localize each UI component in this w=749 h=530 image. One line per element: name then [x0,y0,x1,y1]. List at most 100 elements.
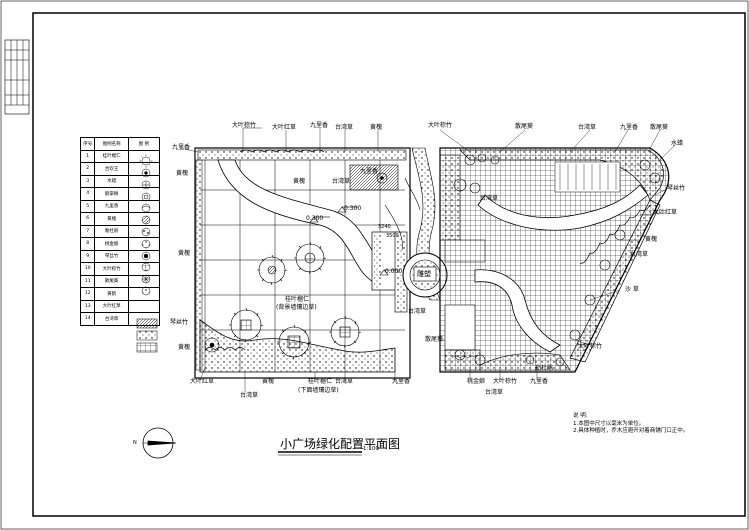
title-block-strip [4,39,30,115]
legend-name: 桂叶榴仁 [94,149,129,163]
legend-no: 9 [79,249,96,263]
plant-label: 大叶棕竹 [232,122,257,129]
right-plaza [439,147,670,373]
plant-label: 大叶棕竹 [493,378,518,385]
legend-no: 5 [79,199,96,213]
legend-symbol-cell [127,212,161,226]
plant-label: 沙 草 [625,286,639,293]
legend-name: 九里香 [94,199,129,213]
legend-name: 水蜡 [94,174,129,188]
legend-header: 序号 图例名称 图 例 [79,137,161,151]
plant-label: 九里香 [172,144,191,151]
legend-name: 黄槐 [94,212,129,226]
plant-label: 勒杜鹃 [535,365,554,372]
legend-header-symbol: 图 例 [127,137,161,151]
plant-label: 琴丝竹 [667,185,686,192]
legend-name: 大叶红草 [94,299,129,313]
plant-label: 大叶红草 [272,124,297,131]
plant-label: 九里香 [530,378,549,385]
legend-symbol-cell [127,312,161,326]
plant-label: 台湾草 [240,392,259,399]
legend-name: 合欢王 [94,162,129,176]
plant-label: 台湾草 [408,308,427,315]
legend-name: 勒杜鹃 [94,224,129,238]
legend-symbol-cell [127,262,161,276]
legend-symbol-cell [127,237,161,251]
plant-label: 散尾葵 [425,336,444,343]
legend-name: 桃金娘 [94,237,129,251]
legend-no: 10 [79,262,96,276]
legend-symbol-cell [127,162,161,176]
dimension-label: 3500 [386,233,399,239]
legend-symbol-cell [127,224,161,238]
legend-header-name: 图例名称 [94,137,129,151]
plant-label: 水蜡 [671,140,684,147]
plant-label: 琴丝竹 [170,319,189,326]
sculpture-label: 雕塑 [417,270,431,278]
drawing-title: 小广场绿化配置平面图 [280,437,401,451]
plant-label: 九里香 [310,122,329,129]
plant-label: 黄槐 [370,124,383,131]
plant-label: 九里香 [620,124,639,131]
note-item: 1.本图中尺寸以毫米为单位。 [573,420,645,427]
plant-label: 台湾草 [485,389,504,396]
plant-label: 九里香 [392,378,411,385]
legend-no: 4 [79,187,96,201]
plant-label: 桃金娘 [467,378,486,385]
plant-label: 台湾草 [630,251,649,258]
legend-symbol-cell [127,287,161,301]
legend-no: 1 [79,149,96,163]
central-path [384,147,448,301]
legend-name: 散尾葵 [94,274,129,288]
plant-label: 散尾葵 [515,123,534,130]
legend-name: 黄鹤 [94,287,129,301]
plant-label: 散尾葵 [650,124,669,131]
legend-name: 台湾草 [94,312,129,326]
legend-symbol-cell [127,274,161,288]
plant-label: 台湾草 [335,378,354,385]
note-item: 2.具体种植时，乔木应避开对着商铺门口正中。 [573,428,689,434]
tree-symbols [204,172,388,360]
legend-no: 13 [79,299,96,313]
leader-lines [179,127,676,392]
plant-label: 大叶红草 [653,209,678,216]
legend-no: 8 [79,237,96,251]
legend-no: 6 [79,212,96,226]
callout-label: 桂叶榴仁 [285,296,310,303]
callout-sublabel: (下面墙镶边草) [298,387,339,394]
plant-label: 大叶棕竹 [578,343,603,350]
plant-label: 黄槐 [293,178,306,185]
legend-no: 3 [79,174,96,188]
plant-label: 黄槐 [178,344,191,351]
sheet-border [32,12,746,517]
legend-name: 琴丝竹 [94,249,129,263]
callout-sublabel: (背景墙镶边草) [276,304,317,311]
legend-no: 2 [79,162,96,176]
legend-symbol-cell [127,199,161,213]
legend-symbol-cell [127,249,161,263]
legend-no: 11 [79,274,96,288]
plant-label: 九里香 [360,168,379,175]
legend-name: 鹅掌楸 [94,187,129,201]
elevation-label: 0.000 [385,268,403,275]
plant-label: 台湾草 [480,195,499,202]
plant-label: 黄槐 [645,236,658,243]
plant-label: 大叶棕竹 [428,122,453,129]
legend-symbol-cell [127,149,161,163]
elevation-label: 0.300 [344,205,362,212]
dimension-label: 3240 [378,224,391,230]
plant-label: 黄槐 [176,170,189,177]
legend-header-no: 序号 [79,137,96,151]
